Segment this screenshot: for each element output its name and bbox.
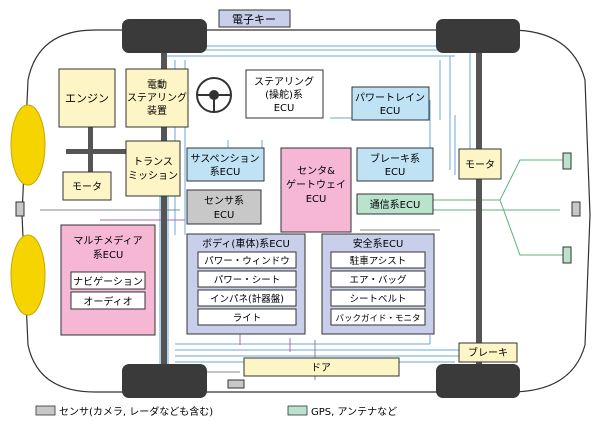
sensor-ecu-box bbox=[186, 189, 262, 225]
gateway-ecu-line-1: センタ& bbox=[297, 165, 335, 177]
brake-ecu-line-1: ブレーキ系 bbox=[370, 152, 420, 165]
chassis-frame bbox=[66, 38, 482, 384]
legend-sensor-swatch bbox=[35, 405, 56, 416]
electronic-key-box bbox=[218, 9, 291, 28]
safety-item-seatbelt: シートベルト bbox=[349, 294, 406, 305]
power-steering-line-1: 電動 bbox=[147, 78, 167, 91]
multimedia-ecu-line-2: 系ECU bbox=[93, 249, 124, 261]
brake-box bbox=[458, 342, 518, 363]
suspension-ecu-line-2: 系ECU bbox=[210, 166, 241, 178]
safety-item-parking-assist-box bbox=[330, 251, 426, 269]
sensor-ecu-line-2: ECU bbox=[214, 210, 235, 221]
tire-front-left bbox=[122, 19, 207, 53]
body-item-instrument-panel-box bbox=[197, 289, 297, 307]
power-steering-line-2: ステアリング bbox=[127, 91, 187, 104]
comm-ecu-box bbox=[356, 193, 434, 215]
body-item-light-box bbox=[197, 308, 297, 326]
motor-left-box bbox=[62, 171, 112, 201]
multimedia-ecu-line-1: マルチメディア bbox=[73, 234, 142, 247]
power-steering-box bbox=[125, 68, 189, 128]
gateway-ecu-line-3: ECU bbox=[306, 194, 327, 205]
safety-item-back-monitor-box bbox=[330, 308, 426, 326]
transmission-line-1: トランス bbox=[133, 156, 173, 168]
gps-marker-upper bbox=[562, 152, 572, 170]
sensor-marker-left bbox=[15, 201, 25, 217]
navigation-box bbox=[70, 271, 146, 290]
transmission-box bbox=[125, 140, 181, 197]
safety-item-back-monitor: バックガイド・モニタ bbox=[335, 313, 420, 324]
powertrain-ecu-box bbox=[351, 86, 430, 121]
navigation-label: ナビゲーション bbox=[73, 276, 143, 288]
gps-marker-lower bbox=[562, 246, 572, 264]
safety-item-seatbelt-box bbox=[330, 289, 426, 307]
tire-rear-right bbox=[436, 364, 520, 398]
sensor-marker-bottom bbox=[227, 379, 245, 389]
safety-item-airbag-box bbox=[330, 270, 426, 288]
motor-right-label: モータ bbox=[465, 159, 495, 171]
legend-sensor-label: センサ(カメラ, レーダなども含む) bbox=[59, 405, 213, 418]
headlight-upper bbox=[10, 104, 46, 186]
legend: センサ(カメラ, レーダなども含む) GPS, アンテナなど bbox=[35, 405, 397, 418]
powertrain-ecu-line-1: パワートレイン bbox=[355, 92, 425, 104]
suspension-ecu-box bbox=[186, 147, 265, 182]
body-item-power-seat: パワー・シート bbox=[214, 275, 281, 286]
door-box bbox=[243, 357, 400, 377]
legend-gps-label: GPS, アンテナなど bbox=[311, 406, 397, 418]
motor-left-label: モータ bbox=[72, 181, 102, 193]
comm-ecu-label: 通信系ECU bbox=[370, 199, 421, 211]
tire-rear-left bbox=[122, 364, 207, 398]
steering-ecu-box bbox=[245, 69, 324, 119]
brake-ecu-line-2: ECU bbox=[385, 167, 406, 178]
steering-ecu-line-2: (操舵)系 bbox=[265, 88, 303, 101]
sensor-ecu-line-1: センサ系 bbox=[204, 195, 244, 207]
tire-front-right bbox=[436, 19, 520, 53]
body-ecu-title: ボディ(車体)系ECU bbox=[202, 237, 290, 250]
safety-item-parking-assist: 駐車アシスト bbox=[350, 255, 407, 267]
body-item-power-seat-box bbox=[197, 270, 297, 288]
headlight-lower bbox=[10, 234, 46, 316]
body-item-light: ライト bbox=[233, 313, 262, 324]
body-item-power-window-box bbox=[197, 251, 297, 269]
safety-item-airbag: エア・バッグ bbox=[349, 274, 407, 286]
legend-gps-swatch bbox=[287, 405, 308, 416]
steering-wheel-icon bbox=[196, 77, 232, 113]
suspension-ecu-line-1: サスペンション bbox=[190, 153, 259, 165]
powertrain-ecu-line-2: ECU bbox=[380, 106, 401, 117]
power-steering-line-3: 装置 bbox=[147, 104, 167, 117]
gateway-ecu-box bbox=[280, 147, 352, 233]
tires bbox=[122, 19, 520, 398]
brake-label: ブレーキ bbox=[468, 346, 508, 359]
body-item-instrument-panel: インパネ(計器盤) bbox=[210, 293, 284, 305]
edge-markers bbox=[15, 152, 581, 389]
sensor-marker-right bbox=[571, 201, 581, 217]
motor-right-box bbox=[458, 148, 502, 180]
headlights bbox=[10, 104, 46, 316]
transmission-line-2: ミッション bbox=[128, 171, 178, 182]
steering-ecu-line-1: ステアリング bbox=[254, 75, 314, 88]
audio-box bbox=[70, 291, 146, 310]
engine-label: エンジン bbox=[65, 92, 109, 105]
steering-ecu-line-3: ECU bbox=[274, 103, 295, 114]
gateway-ecu-line-2: ゲートウェイ bbox=[286, 179, 346, 191]
body-item-power-window: パワー・ウィンドウ bbox=[204, 256, 290, 267]
engine-box bbox=[58, 68, 116, 128]
door-label: ドア bbox=[311, 363, 331, 374]
safety-ecu-title: 安全系ECU bbox=[353, 237, 404, 250]
brake-ecu-box bbox=[356, 147, 434, 182]
audio-label: オーディオ bbox=[83, 295, 132, 308]
electronic-key-label: 電子キー bbox=[232, 13, 276, 26]
